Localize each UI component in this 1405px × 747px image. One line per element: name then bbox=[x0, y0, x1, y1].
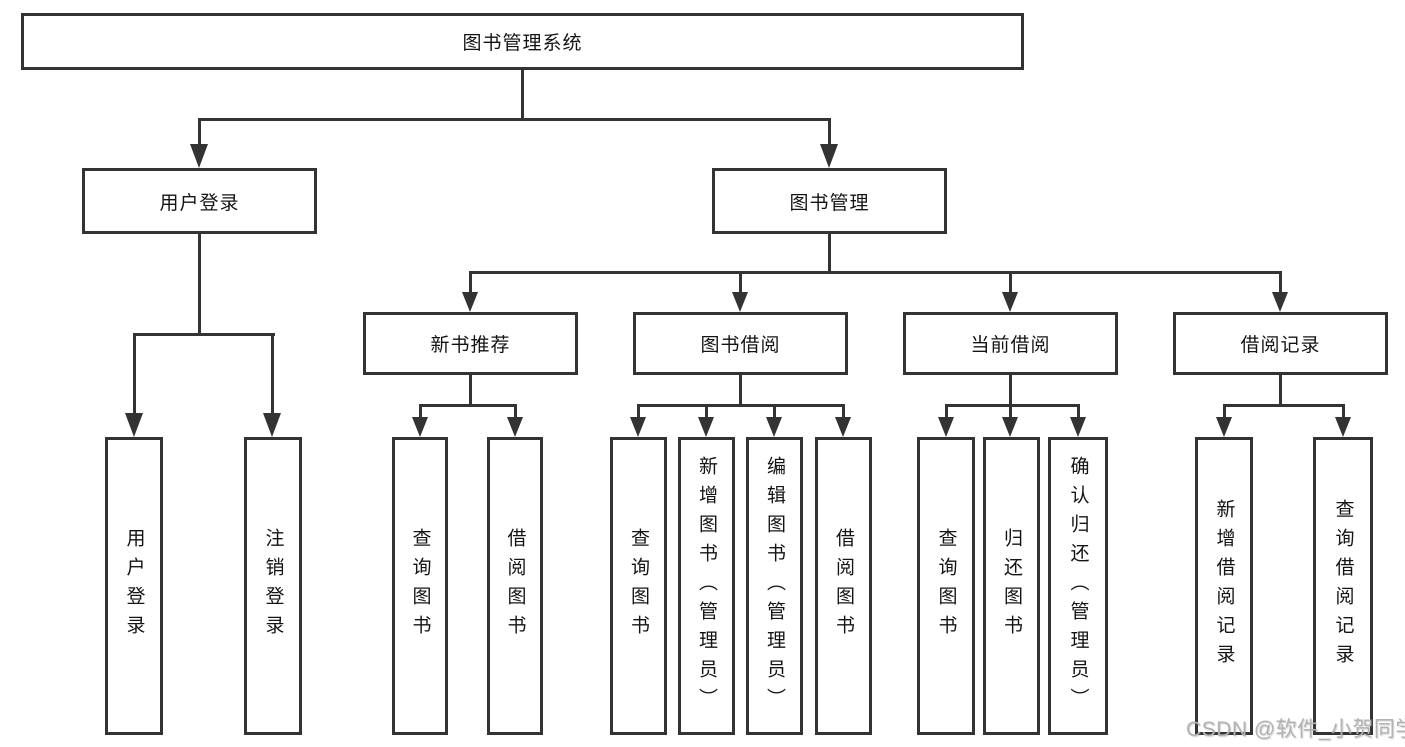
connector-line bbox=[773, 404, 776, 419]
connector-line bbox=[521, 69, 524, 120]
connector-line bbox=[1009, 271, 1012, 295]
connector-line bbox=[739, 271, 742, 295]
arrow-down-icon bbox=[835, 417, 851, 437]
connector-line bbox=[133, 333, 275, 336]
arrow-down-icon bbox=[1272, 292, 1288, 312]
connector-line bbox=[419, 404, 422, 419]
arrow-down-icon bbox=[263, 413, 281, 437]
connector-line bbox=[705, 404, 708, 419]
connector-line bbox=[828, 118, 831, 146]
leaf-borrow-book-1: 借阅图书 bbox=[487, 437, 543, 735]
leaf-add-borrow-record: 新增借阅记录 bbox=[1195, 437, 1253, 735]
arrow-down-icon bbox=[766, 417, 782, 437]
connector-line bbox=[1009, 375, 1012, 407]
connector-line bbox=[739, 375, 742, 407]
arrow-down-icon bbox=[698, 417, 714, 437]
leaf-query-borrow-record: 查询借阅记录 bbox=[1313, 437, 1373, 735]
arrow-down-icon bbox=[1335, 417, 1351, 437]
node-borrow-record: 借阅记录 bbox=[1173, 312, 1388, 375]
connector-line bbox=[198, 118, 831, 121]
arrow-down-icon bbox=[938, 417, 954, 437]
connector-line bbox=[469, 271, 472, 295]
node-root: 图书管理系统 bbox=[21, 13, 1024, 70]
node-current-borrow: 当前借阅 bbox=[903, 312, 1118, 375]
connector-line bbox=[1009, 404, 1012, 419]
arrow-down-icon bbox=[1002, 417, 1018, 437]
connector-line bbox=[1279, 271, 1282, 295]
arrow-down-icon bbox=[462, 292, 478, 312]
connector-line bbox=[637, 404, 845, 407]
watermark: CSDN @软件_小贺同学 bbox=[1186, 718, 1405, 741]
node-book-borrow: 图书借阅 bbox=[633, 312, 848, 375]
leaf-confirm-return-admin: 确认归还（管理员） bbox=[1048, 437, 1108, 735]
leaf-query-book-3: 查询图书 bbox=[917, 437, 975, 735]
connector-line bbox=[842, 404, 845, 419]
connector-line bbox=[1342, 404, 1345, 419]
arrow-down-icon bbox=[412, 417, 428, 437]
connector-line bbox=[133, 333, 136, 415]
node-new-book-recommend: 新书推荐 bbox=[363, 312, 578, 375]
connector-line bbox=[1077, 404, 1080, 419]
arrow-down-icon bbox=[1002, 292, 1018, 312]
connector-line bbox=[198, 234, 201, 336]
connector-line bbox=[828, 234, 831, 274]
connector-line bbox=[945, 404, 1080, 407]
node-user-login: 用户登录 bbox=[82, 168, 317, 234]
connector-line bbox=[198, 118, 201, 146]
connector-line bbox=[1223, 404, 1345, 407]
arrow-down-icon bbox=[1216, 417, 1232, 437]
arrow-down-icon bbox=[190, 144, 208, 168]
leaf-add-book-admin: 新增图书（管理员） bbox=[678, 437, 735, 735]
connector-line bbox=[637, 404, 640, 419]
arrow-down-icon bbox=[1070, 417, 1086, 437]
arrow-down-icon bbox=[507, 417, 523, 437]
arrow-down-icon bbox=[630, 417, 646, 437]
connector-line bbox=[469, 375, 472, 407]
node-book-management: 图书管理 bbox=[712, 168, 947, 234]
leaf-return-book: 归还图书 bbox=[983, 437, 1040, 735]
leaf-borrow-book-2: 借阅图书 bbox=[815, 437, 872, 735]
arrow-down-icon bbox=[820, 144, 838, 168]
arrow-down-icon bbox=[125, 413, 143, 437]
leaf-user-login: 用户登录 bbox=[105, 437, 163, 735]
connector-line bbox=[1223, 404, 1226, 419]
connector-line bbox=[945, 404, 948, 419]
leaf-edit-book-admin: 编辑图书（管理员） bbox=[746, 437, 803, 735]
leaf-logout: 注销登录 bbox=[244, 437, 302, 735]
connector-line bbox=[419, 404, 517, 407]
connector-line bbox=[1279, 375, 1282, 407]
connector-line bbox=[469, 271, 1282, 274]
connector-line bbox=[271, 333, 274, 415]
connector-line bbox=[514, 404, 517, 419]
leaf-query-book-1: 查询图书 bbox=[392, 437, 448, 735]
leaf-query-book-2: 查询图书 bbox=[610, 437, 667, 735]
arrow-down-icon bbox=[732, 292, 748, 312]
